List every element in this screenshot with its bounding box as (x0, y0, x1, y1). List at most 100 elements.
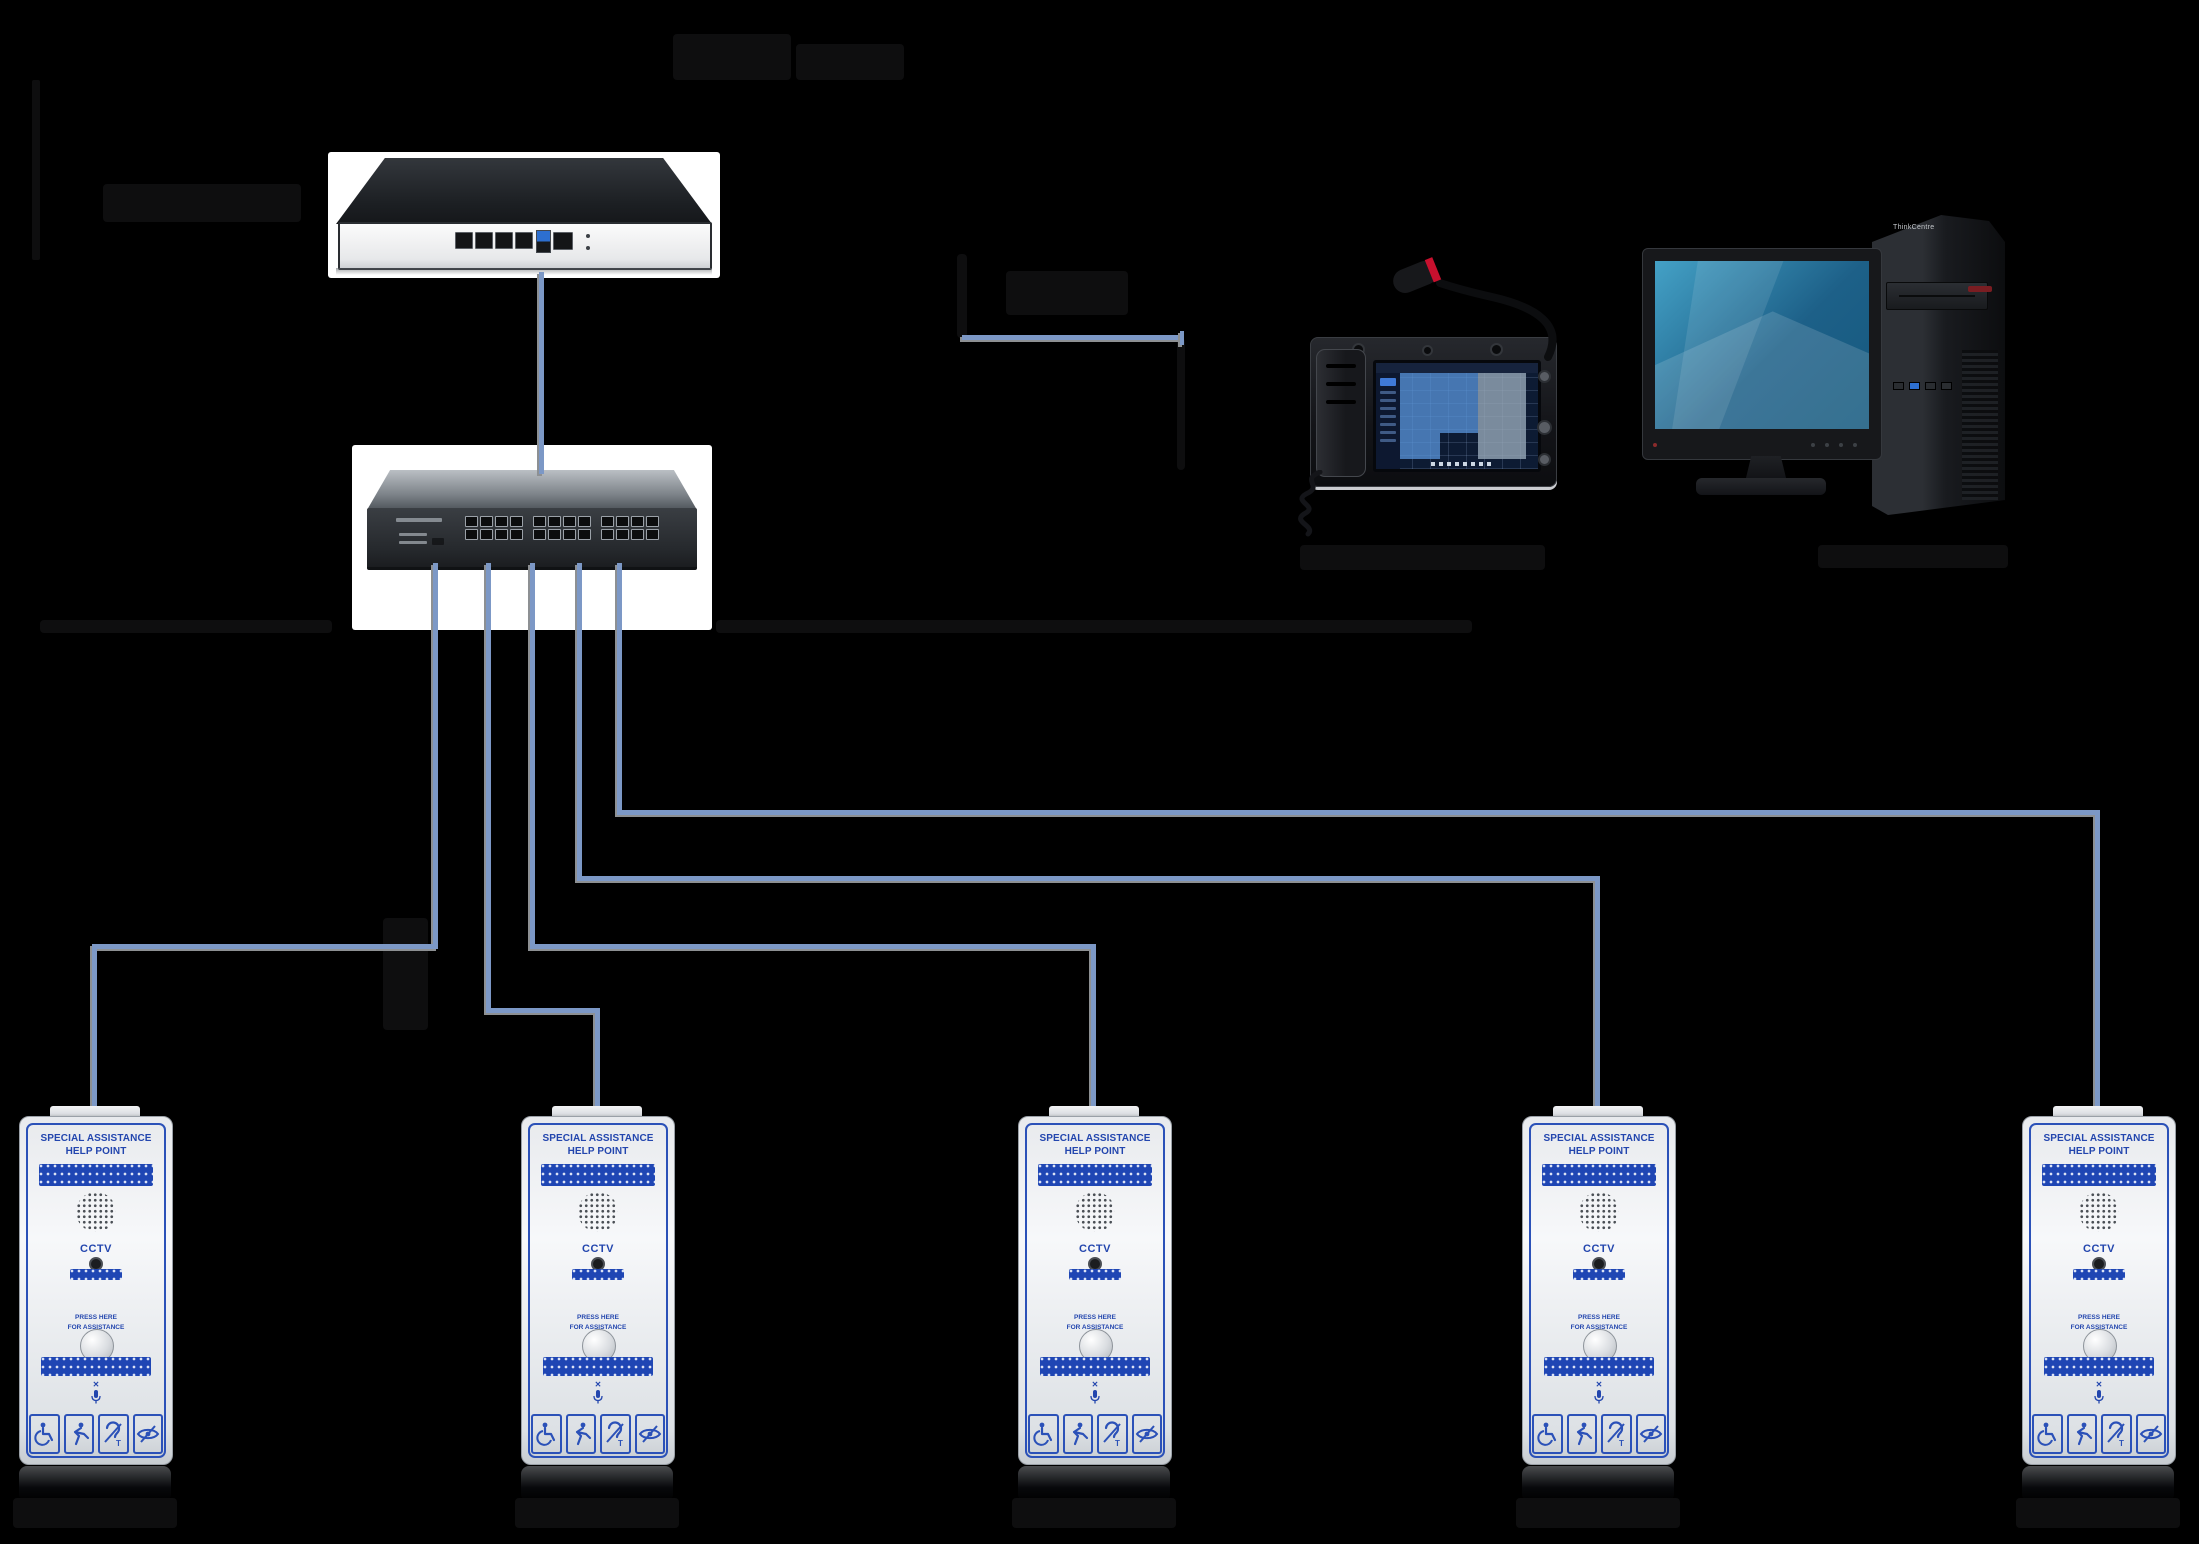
panel-title-line1: SPECIAL ASSISTANCE (1543, 1133, 1655, 1144)
stooped-person-icon (1566, 1414, 1597, 1454)
microphone-icon (1594, 1390, 1604, 1404)
wheelchair-icon (531, 1414, 562, 1454)
press-line2: FOR ASSISTANCE (569, 1323, 627, 1331)
illegible-column-smudge (1177, 338, 1185, 470)
braille-plate (2042, 1164, 2156, 1186)
ethernet-port (455, 232, 473, 249)
special-assistance-help-point: SPECIAL ASSISTANCE HELP POINT CCTV PRESS… (515, 1106, 679, 1532)
hearing-loop-icon: T (1601, 1414, 1632, 1454)
network-cable (962, 335, 1184, 340)
illegible-model-label-smudge (1012, 1498, 1176, 1528)
monitor-button[interactable] (1839, 443, 1843, 447)
svg-text:T: T (1115, 1439, 1120, 1448)
blind-eye-icon (1635, 1414, 1666, 1454)
press-line2: FOR ASSISTANCE (2070, 1323, 2128, 1331)
console-handset[interactable] (1316, 349, 1366, 477)
braille-plate (541, 1164, 655, 1186)
server-shadow (336, 268, 712, 275)
braille-plate-small (1069, 1269, 1121, 1280)
braille-plate (2044, 1357, 2154, 1376)
monitor-button[interactable] (1811, 443, 1815, 447)
monitor-button[interactable] (1853, 443, 1857, 447)
wallpaper (1655, 261, 1869, 429)
console-button[interactable] (1537, 420, 1552, 435)
accessibility-icon-row: T (1028, 1414, 1162, 1454)
braille-plate-small (2073, 1269, 2125, 1280)
press-here-label: PRESS HERE FOR ASSISTANCE (1019, 1313, 1171, 1333)
switch-port (601, 516, 614, 527)
switch-port-block (465, 516, 667, 540)
illegible-note-smudge (716, 620, 1472, 633)
panel-title-line2: HELP POINT (1064, 1145, 1126, 1157)
console-button[interactable] (1538, 453, 1551, 466)
microphone-icon (593, 1390, 603, 1404)
speaker-grille-icon (1579, 1192, 1619, 1232)
monitor-button[interactable] (1825, 443, 1829, 447)
switch-port (631, 529, 644, 540)
press-line1: PRESS HERE (1074, 1314, 1116, 1321)
panel-title-line2: HELP POINT (2068, 1145, 2130, 1157)
ethernet-port (495, 232, 513, 249)
sip-server-photo (328, 152, 720, 278)
panel-title-line2: HELP POINT (567, 1145, 629, 1157)
console-button[interactable] (1538, 370, 1551, 383)
screen-zone-buttons-idle[interactable] (1478, 373, 1526, 459)
screen-page-dots (1431, 462, 1492, 466)
panel-title-line1: SPECIAL ASSISTANCE (40, 1133, 152, 1144)
panel-blue-border (1529, 1123, 1669, 1458)
microphone-icon (91, 1390, 101, 1404)
handset-cord (1298, 470, 1323, 537)
press-line1: PRESS HERE (577, 1314, 619, 1321)
press-here-label: PRESS HERE FOR ASSISTANCE (2023, 1313, 2175, 1333)
help-point-reflection (521, 1466, 673, 1502)
switch-port (646, 516, 659, 527)
microphone-icon (2094, 1390, 2104, 1404)
cctv-label: CCTV (80, 1243, 112, 1255)
panel-title-line2: HELP POINT (1568, 1145, 1630, 1157)
panel-title: SPECIAL ASSISTANCE HELP POINT (1019, 1133, 1171, 1158)
svg-text:T: T (618, 1439, 623, 1448)
switch-port (465, 516, 478, 527)
switch-port (631, 516, 644, 527)
console-speaker (1490, 343, 1503, 356)
panel-title-line2: HELP POINT (65, 1145, 127, 1157)
hearing-loop-icon: T (600, 1414, 631, 1454)
hearing-loop-icon: T (98, 1414, 129, 1454)
press-line1: PRESS HERE (2078, 1314, 2120, 1321)
stooped-person-icon (565, 1414, 596, 1454)
accessibility-icon-row: T (1532, 1414, 1666, 1454)
illegible-server-label-smudge (103, 184, 301, 222)
cctv-label: CCTV (2083, 1243, 2115, 1255)
screen-zone-buttons-active[interactable] (1400, 433, 1440, 459)
switch-top-face (367, 470, 697, 510)
console-touchscreen[interactable] (1373, 360, 1541, 472)
ethernet-port (515, 232, 533, 249)
panel-title: SPECIAL ASSISTANCE HELP POINT (2023, 1133, 2175, 1158)
illegible-pc-label-smudge (1818, 545, 2008, 568)
screen-zone-buttons-active[interactable] (1400, 373, 1478, 433)
press-here-label: PRESS HERE FOR ASSISTANCE (522, 1313, 674, 1333)
braille-plate (1542, 1164, 1656, 1186)
monitor-screen (1655, 261, 1869, 429)
cross-mark: ✕ (2095, 1380, 2103, 1389)
wheelchair-icon (1532, 1414, 1563, 1454)
switch-port (480, 516, 493, 527)
network-cable (92, 948, 97, 1116)
braille-plate (1544, 1357, 1654, 1376)
special-assistance-help-point: SPECIAL ASSISTANCE HELP POINT CCTV PRESS… (1516, 1106, 1680, 1532)
braille-plate (39, 1164, 153, 1186)
network-cable (539, 272, 544, 474)
blind-eye-icon (634, 1414, 665, 1454)
braille-plate (1040, 1357, 1150, 1376)
special-assistance-help-point: SPECIAL ASSISTANCE HELP POINT CCTV PRESS… (13, 1106, 177, 1532)
switch-port (563, 529, 576, 540)
braille-plate-small (572, 1269, 624, 1280)
panel-title-line1: SPECIAL ASSISTANCE (1039, 1133, 1151, 1144)
braille-plate-small (1573, 1269, 1625, 1280)
help-point-panel: SPECIAL ASSISTANCE HELP POINT CCTV PRESS… (2022, 1116, 2176, 1465)
switch-print-line (399, 533, 427, 536)
illegible-column-smudge (957, 254, 967, 338)
switch-model-print (396, 518, 442, 522)
network-cable (530, 944, 1096, 949)
